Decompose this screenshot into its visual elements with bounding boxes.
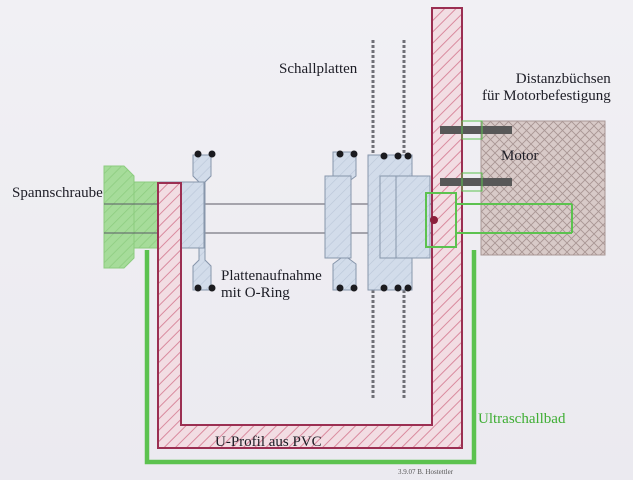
record-holder-middle [324, 151, 357, 291]
motor-coupling [425, 192, 573, 248]
label-motor: Motor [501, 148, 539, 164]
label-spacers: Distanzbüchsen für Motorbefestigung [482, 71, 611, 104]
label-tension-screw: Spannschraube [12, 185, 103, 201]
motor-body [480, 120, 606, 256]
u-profile [157, 7, 463, 449]
ultrasonic-bath [144, 250, 477, 465]
tension-screw [103, 165, 165, 269]
record-holder-right [367, 154, 431, 291]
label-records: Schallplatten [279, 61, 358, 77]
credit: 3.9.07 B. Hostettler [398, 468, 454, 476]
label-ultrasonic-bath: Ultraschallbad [478, 411, 566, 427]
motor-spacers [440, 120, 512, 192]
o-rings [194, 150, 412, 292]
label-record-holder: Plattenaufnahme mit O-Ring [221, 268, 322, 301]
shaft-bearing [430, 216, 438, 224]
label-u-profile: U-Profil aus PVC [215, 434, 322, 450]
